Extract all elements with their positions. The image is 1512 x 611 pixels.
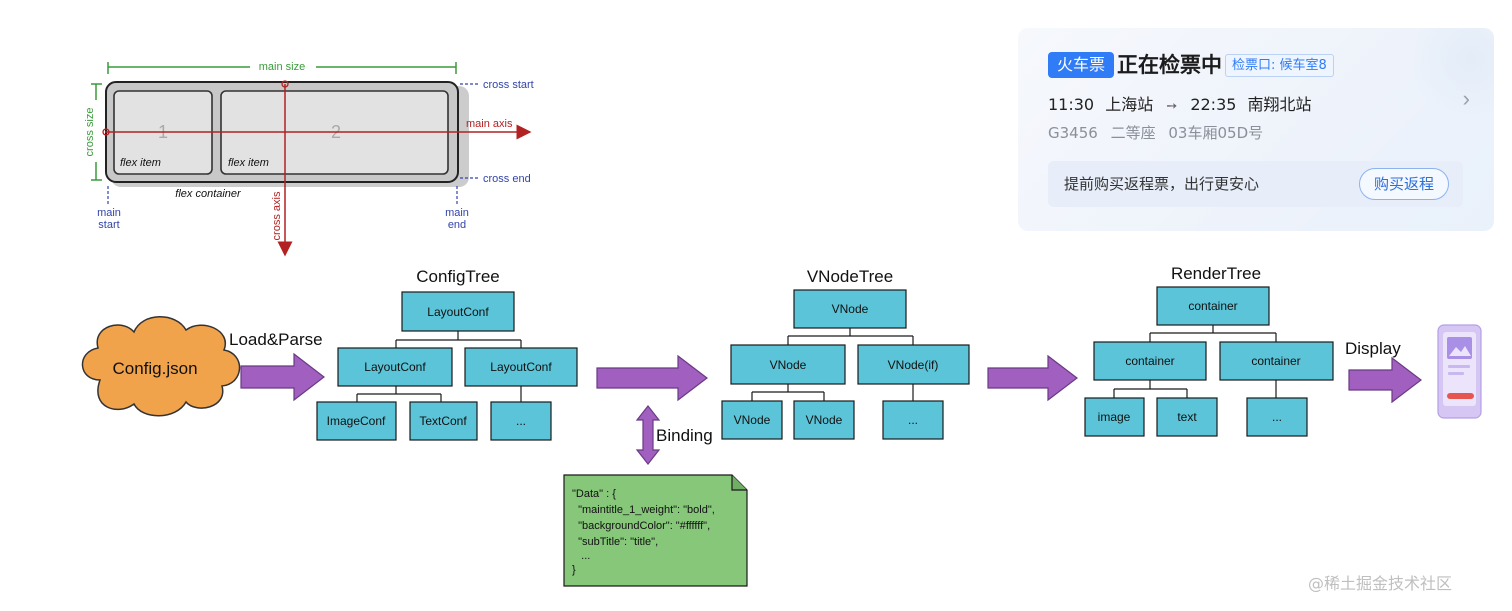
seat-number: 03车厢05D号 [1168, 124, 1264, 142]
arrive-station: 南翔北站 [1247, 95, 1312, 114]
binding-arrow [635, 405, 661, 465]
render-tree-leaf-2 [1156, 397, 1218, 437]
render-tree-left [1093, 341, 1207, 381]
config-tree-root [401, 291, 515, 332]
vnode-tree-right [857, 344, 970, 385]
main-size-label: main size [259, 61, 305, 73]
gate-badge: 检票口: 候车室8 [1225, 54, 1334, 77]
buy-return-button[interactable]: 购买返程 [1358, 168, 1449, 200]
render-tree-left-label: container [1125, 354, 1174, 368]
render-tree-right [1219, 341, 1334, 381]
load-parse-label: Load&Parse [229, 330, 323, 349]
config-tree-leaf-3-label: ... [516, 414, 526, 428]
display-arrow [1348, 356, 1422, 404]
data-note-line-6: } [572, 564, 576, 576]
promo-text: 提前购买返程票，出行更安心 [1064, 175, 1260, 193]
data-note-line-1: "Data" : { [572, 488, 616, 500]
vnode-tree-leaf-2 [793, 400, 855, 440]
vnode-tree-leaf-3-label: ... [908, 413, 918, 427]
render-tree-leaf-3-label: ... [1272, 410, 1282, 424]
cross-start-label: cross start [483, 79, 534, 91]
pipeline-diagram: Config.json Load&Parse ConfigTree Layout… [81, 264, 1482, 587]
card-decoration [1414, 28, 1494, 128]
config-tree-leaf-1-label: ImageConf [327, 414, 386, 428]
config-tree-right [464, 347, 578, 387]
data-note-line-4: "subTitle": "title", [572, 536, 658, 548]
render-tree-root [1156, 286, 1270, 326]
vnode-tree-title: VNodeTree [807, 267, 893, 286]
vnode-tree-leaf-1 [721, 400, 783, 440]
config-tree-leaf-3 [490, 401, 552, 441]
config-tree-title: ConfigTree [416, 267, 499, 286]
cross-axis-label: cross axis [271, 191, 283, 240]
main-end-label-1: main [445, 207, 469, 219]
arrive-time: 22:35 [1190, 95, 1237, 114]
main-axis-label: main axis [466, 118, 513, 130]
flex-container-label: flex container [175, 188, 242, 200]
cross-end-label: cross end [483, 173, 531, 185]
chevron-right-icon[interactable]: › [1462, 86, 1470, 111]
main-start-label-1: main [97, 207, 121, 219]
data-note [563, 474, 748, 587]
watermark: @稀土掘金技术社区 [1308, 574, 1453, 593]
config-json-label: Config.json [112, 359, 197, 378]
train-arrow-icon: ➙ [1166, 99, 1178, 114]
ticket-type-badge: 火车票 [1048, 52, 1115, 78]
depart-station: 上海站 [1105, 95, 1154, 114]
route-row: 11:30 上海站 ➙ 22:35 南翔北站 [1048, 94, 1312, 118]
vnode-tree-root [793, 289, 907, 329]
config-tree-leaf-2-label: TextConf [419, 414, 467, 428]
vnode-tree-leaf-2-label: VNode [806, 413, 843, 427]
vnode-tree-left-label: VNode [770, 358, 807, 372]
render-tree-leaf-1 [1084, 397, 1145, 437]
vnode-tree-leaf-1-label: VNode [734, 413, 771, 427]
vnode-tree-left [730, 344, 846, 385]
config-json-cloud [81, 316, 241, 417]
data-note-line-5: ... [572, 550, 590, 562]
config-tree-right-label: LayoutConf [490, 360, 552, 374]
render-tree-leaf-2-label: text [1177, 410, 1197, 424]
data-note-line-2: "maintitle_1_weight": "bold", [572, 504, 715, 516]
ticket-status: 正在检票中 [1117, 53, 1222, 77]
render-tree-title: RenderTree [1171, 264, 1261, 283]
return-ticket-promo: 提前购买返程票，出行更安心 购买返程 [1048, 161, 1463, 207]
render-tree-right-label: container [1251, 354, 1300, 368]
vnode-to-render-arrow [987, 354, 1078, 402]
data-note-line-3: "backgroundColor": "#ffffff", [572, 520, 710, 532]
vnode-tree-right-label: VNode(if) [888, 358, 939, 372]
seat-class: 二等座 [1110, 124, 1156, 142]
main-end-label-2: end [448, 219, 466, 231]
config-tree-leaf-2 [409, 401, 478, 441]
ticket-card[interactable]: 火车票 正在检票中 检票口: 候车室8 11:30 上海站 ➙ 22:35 南翔… [1018, 28, 1494, 231]
depart-time: 11:30 [1048, 95, 1095, 114]
train-number: G3456 [1048, 124, 1098, 142]
config-tree-left [337, 347, 453, 387]
config-tree-root-label: LayoutConf [427, 305, 489, 319]
binding-label: Binding [656, 426, 713, 445]
train-info-row: G3456 二等座 03车厢05D号 [1048, 122, 1271, 144]
vnode-tree-root-label: VNode [832, 302, 869, 316]
display-label: Display [1345, 339, 1401, 358]
config-tree-leaf-1 [316, 401, 397, 441]
flex-item-2-label: flex item [228, 157, 269, 169]
main-start-label-2: start [98, 219, 119, 231]
phone-icon [1437, 324, 1482, 419]
config-tree-left-label: LayoutConf [364, 360, 426, 374]
load-parse-arrow [240, 352, 325, 402]
vnode-tree-leaf-3 [882, 400, 944, 440]
flexbox-diagram: main size cross size 1 flex item 2 flex … [84, 61, 534, 257]
cross-size-label: cross size [84, 108, 96, 157]
render-tree-leaf-3 [1246, 397, 1308, 437]
render-tree-root-label: container [1188, 299, 1237, 313]
config-to-vnode-arrow [596, 354, 708, 402]
flex-item-1-label: flex item [120, 157, 161, 169]
render-tree-leaf-1-label: image [1098, 410, 1131, 424]
